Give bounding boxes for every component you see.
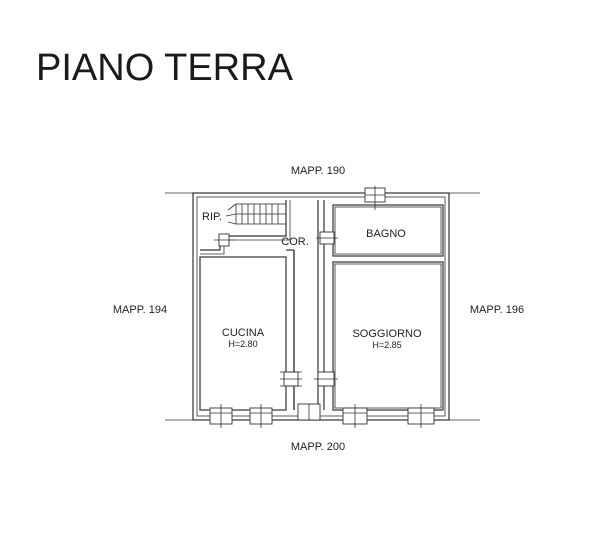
neighbor-label-left: MAPP. 194 (113, 304, 167, 316)
room-height-kitchen: H=2.80 (228, 339, 257, 349)
neighbor-label-right: MAPP. 196 (470, 304, 524, 316)
room-label-corridor: COR. (281, 236, 309, 248)
room-label-living: SOGGIORNO (352, 328, 422, 340)
neighbor-label-top: MAPP. 190 (291, 165, 345, 177)
neighbor-label-bottom: MAPP. 200 (291, 441, 345, 453)
staircase (225, 203, 287, 225)
plan-title: PIANO TERRA (36, 47, 294, 89)
exterior-walls (192, 192, 450, 421)
room-label-rip: RIP. (202, 211, 222, 223)
openings (209, 186, 435, 428)
room-height-living: H=2.85 (372, 340, 401, 350)
room-label-kitchen: CUCINA (222, 327, 265, 339)
room-label-bathroom: BAGNO (366, 228, 406, 240)
